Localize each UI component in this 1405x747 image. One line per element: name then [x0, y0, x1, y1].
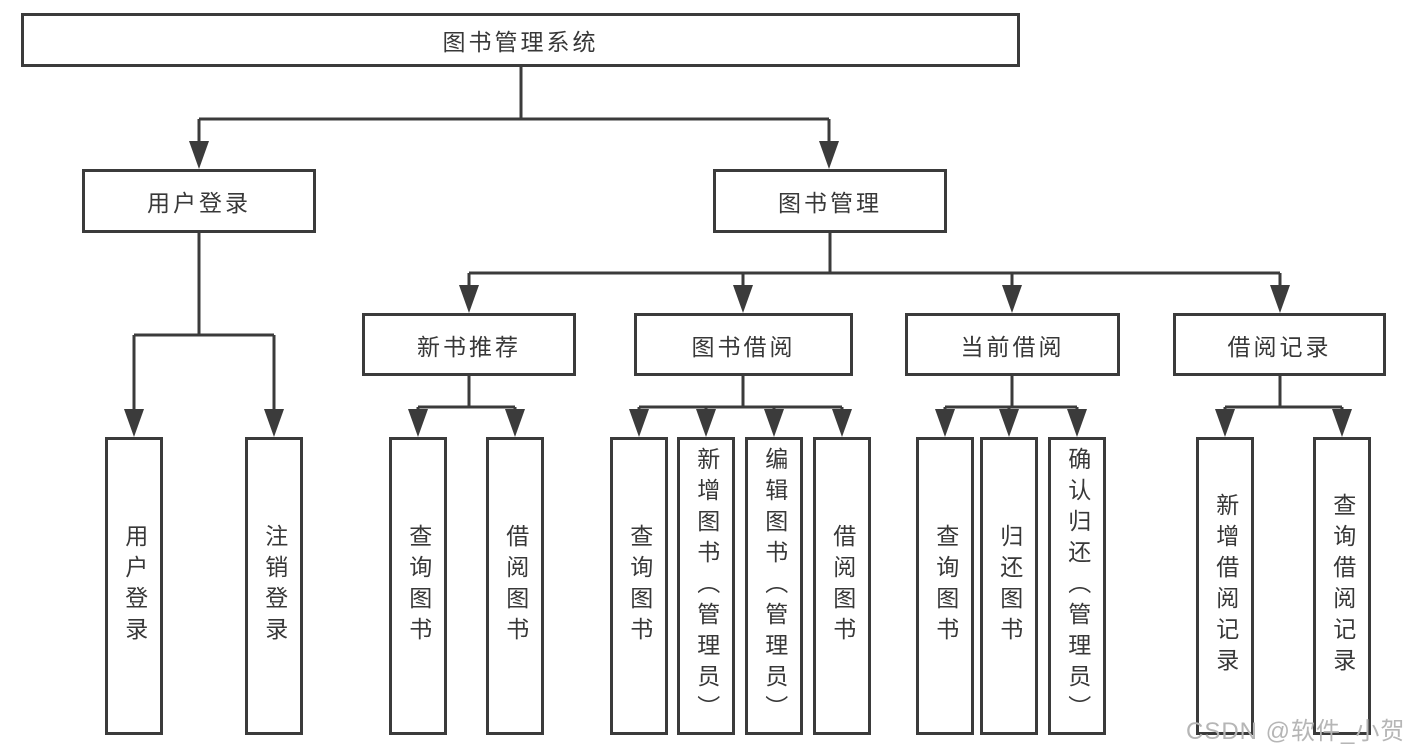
- node-label: 查询图书: [626, 524, 653, 648]
- node-book-borrowing: 图书借阅: [634, 313, 853, 376]
- arrow-head: [629, 409, 649, 437]
- node-label: 查询图书: [405, 524, 432, 648]
- arrow-head: [935, 409, 955, 437]
- leaf-query-books-current: 查询图书: [916, 437, 974, 735]
- leaf-query-books-recommendation: 查询图书: [389, 437, 447, 735]
- leaf-add-books-admin: 新增图书（管理员）: [677, 437, 735, 735]
- node-label: 借阅记录: [1227, 333, 1332, 360]
- arrow-head: [696, 409, 716, 437]
- leaf-edit-books-admin: 编辑图书（管理员）: [745, 437, 803, 735]
- connector-book-borrowing: [629, 376, 852, 437]
- node-label: 借阅图书: [829, 524, 856, 648]
- arrow-head: [999, 409, 1019, 437]
- arrow-head: [189, 141, 209, 169]
- node-label: 编辑图书（管理员）: [761, 446, 788, 726]
- leaf-query-borrow-record: 查询借阅记录: [1313, 437, 1371, 735]
- leaf-borrow-books: 借阅图书: [813, 437, 871, 735]
- connector-borrowing-records: [1215, 376, 1352, 437]
- node-label: 查询借阅记录: [1329, 493, 1356, 679]
- connector-current-borrowing: [935, 376, 1087, 437]
- arrow-head: [1002, 285, 1022, 313]
- node-current-borrowing: 当前借阅: [905, 313, 1120, 376]
- arrow-head: [733, 285, 753, 313]
- node-label: 新增图书（管理员）: [693, 446, 720, 726]
- connector-new-book-recommendation: [408, 376, 525, 437]
- arrow-head: [764, 409, 784, 437]
- node-label: 确认归还（管理员）: [1064, 446, 1091, 726]
- arrow-head: [1332, 409, 1352, 437]
- node-label: 注销登录: [261, 524, 288, 648]
- leaf-return-books: 归还图书: [980, 437, 1038, 735]
- node-label: 查询图书: [932, 524, 959, 648]
- node-label: 用户登录: [121, 524, 148, 648]
- arrow-head: [408, 409, 428, 437]
- node-label: 当前借阅: [960, 333, 1065, 360]
- node-label: 归还图书: [996, 524, 1023, 648]
- arrow-head: [505, 409, 525, 437]
- arrow-head: [1215, 409, 1235, 437]
- leaf-add-borrow-record: 新增借阅记录: [1196, 437, 1254, 735]
- csdn-watermark: CSDN @软件_小贺同学: [1186, 718, 1405, 745]
- node-label: 图书管理系统: [442, 29, 599, 55]
- arrow-head: [459, 285, 479, 313]
- node-label: 借阅图书: [502, 524, 529, 648]
- leaf-user-login: 用户登录: [105, 437, 163, 735]
- connector-root: [189, 67, 839, 169]
- leaf-confirm-return-admin: 确认归还（管理员）: [1048, 437, 1106, 735]
- arrow-head: [1067, 409, 1087, 437]
- leaf-query-books-borrowing: 查询图书: [610, 437, 668, 735]
- node-book-management: 图书管理: [713, 169, 947, 233]
- arrow-head: [1270, 285, 1290, 313]
- node-library-management-system: 图书管理系统: [21, 13, 1020, 67]
- node-user-login: 用户登录: [82, 169, 316, 233]
- connector-user-login: [124, 233, 284, 437]
- node-label: 图书借阅: [691, 333, 796, 360]
- node-label: 新增借阅记录: [1212, 493, 1239, 679]
- node-label: 用户登录: [147, 190, 251, 216]
- node-label: 新书推荐: [417, 333, 521, 360]
- arrow-head: [819, 141, 839, 169]
- node-new-book-recommendation: 新书推荐: [362, 313, 576, 376]
- node-label: 图书管理: [778, 190, 882, 216]
- leaf-borrow-books-recommendation: 借阅图书: [486, 437, 544, 735]
- leaf-logout: 注销登录: [245, 437, 303, 735]
- arrow-head: [832, 409, 852, 437]
- arrow-head: [264, 409, 284, 437]
- arrow-head: [124, 409, 144, 437]
- connector-book-management: [459, 233, 1290, 313]
- node-borrowing-records: 借阅记录: [1173, 313, 1386, 376]
